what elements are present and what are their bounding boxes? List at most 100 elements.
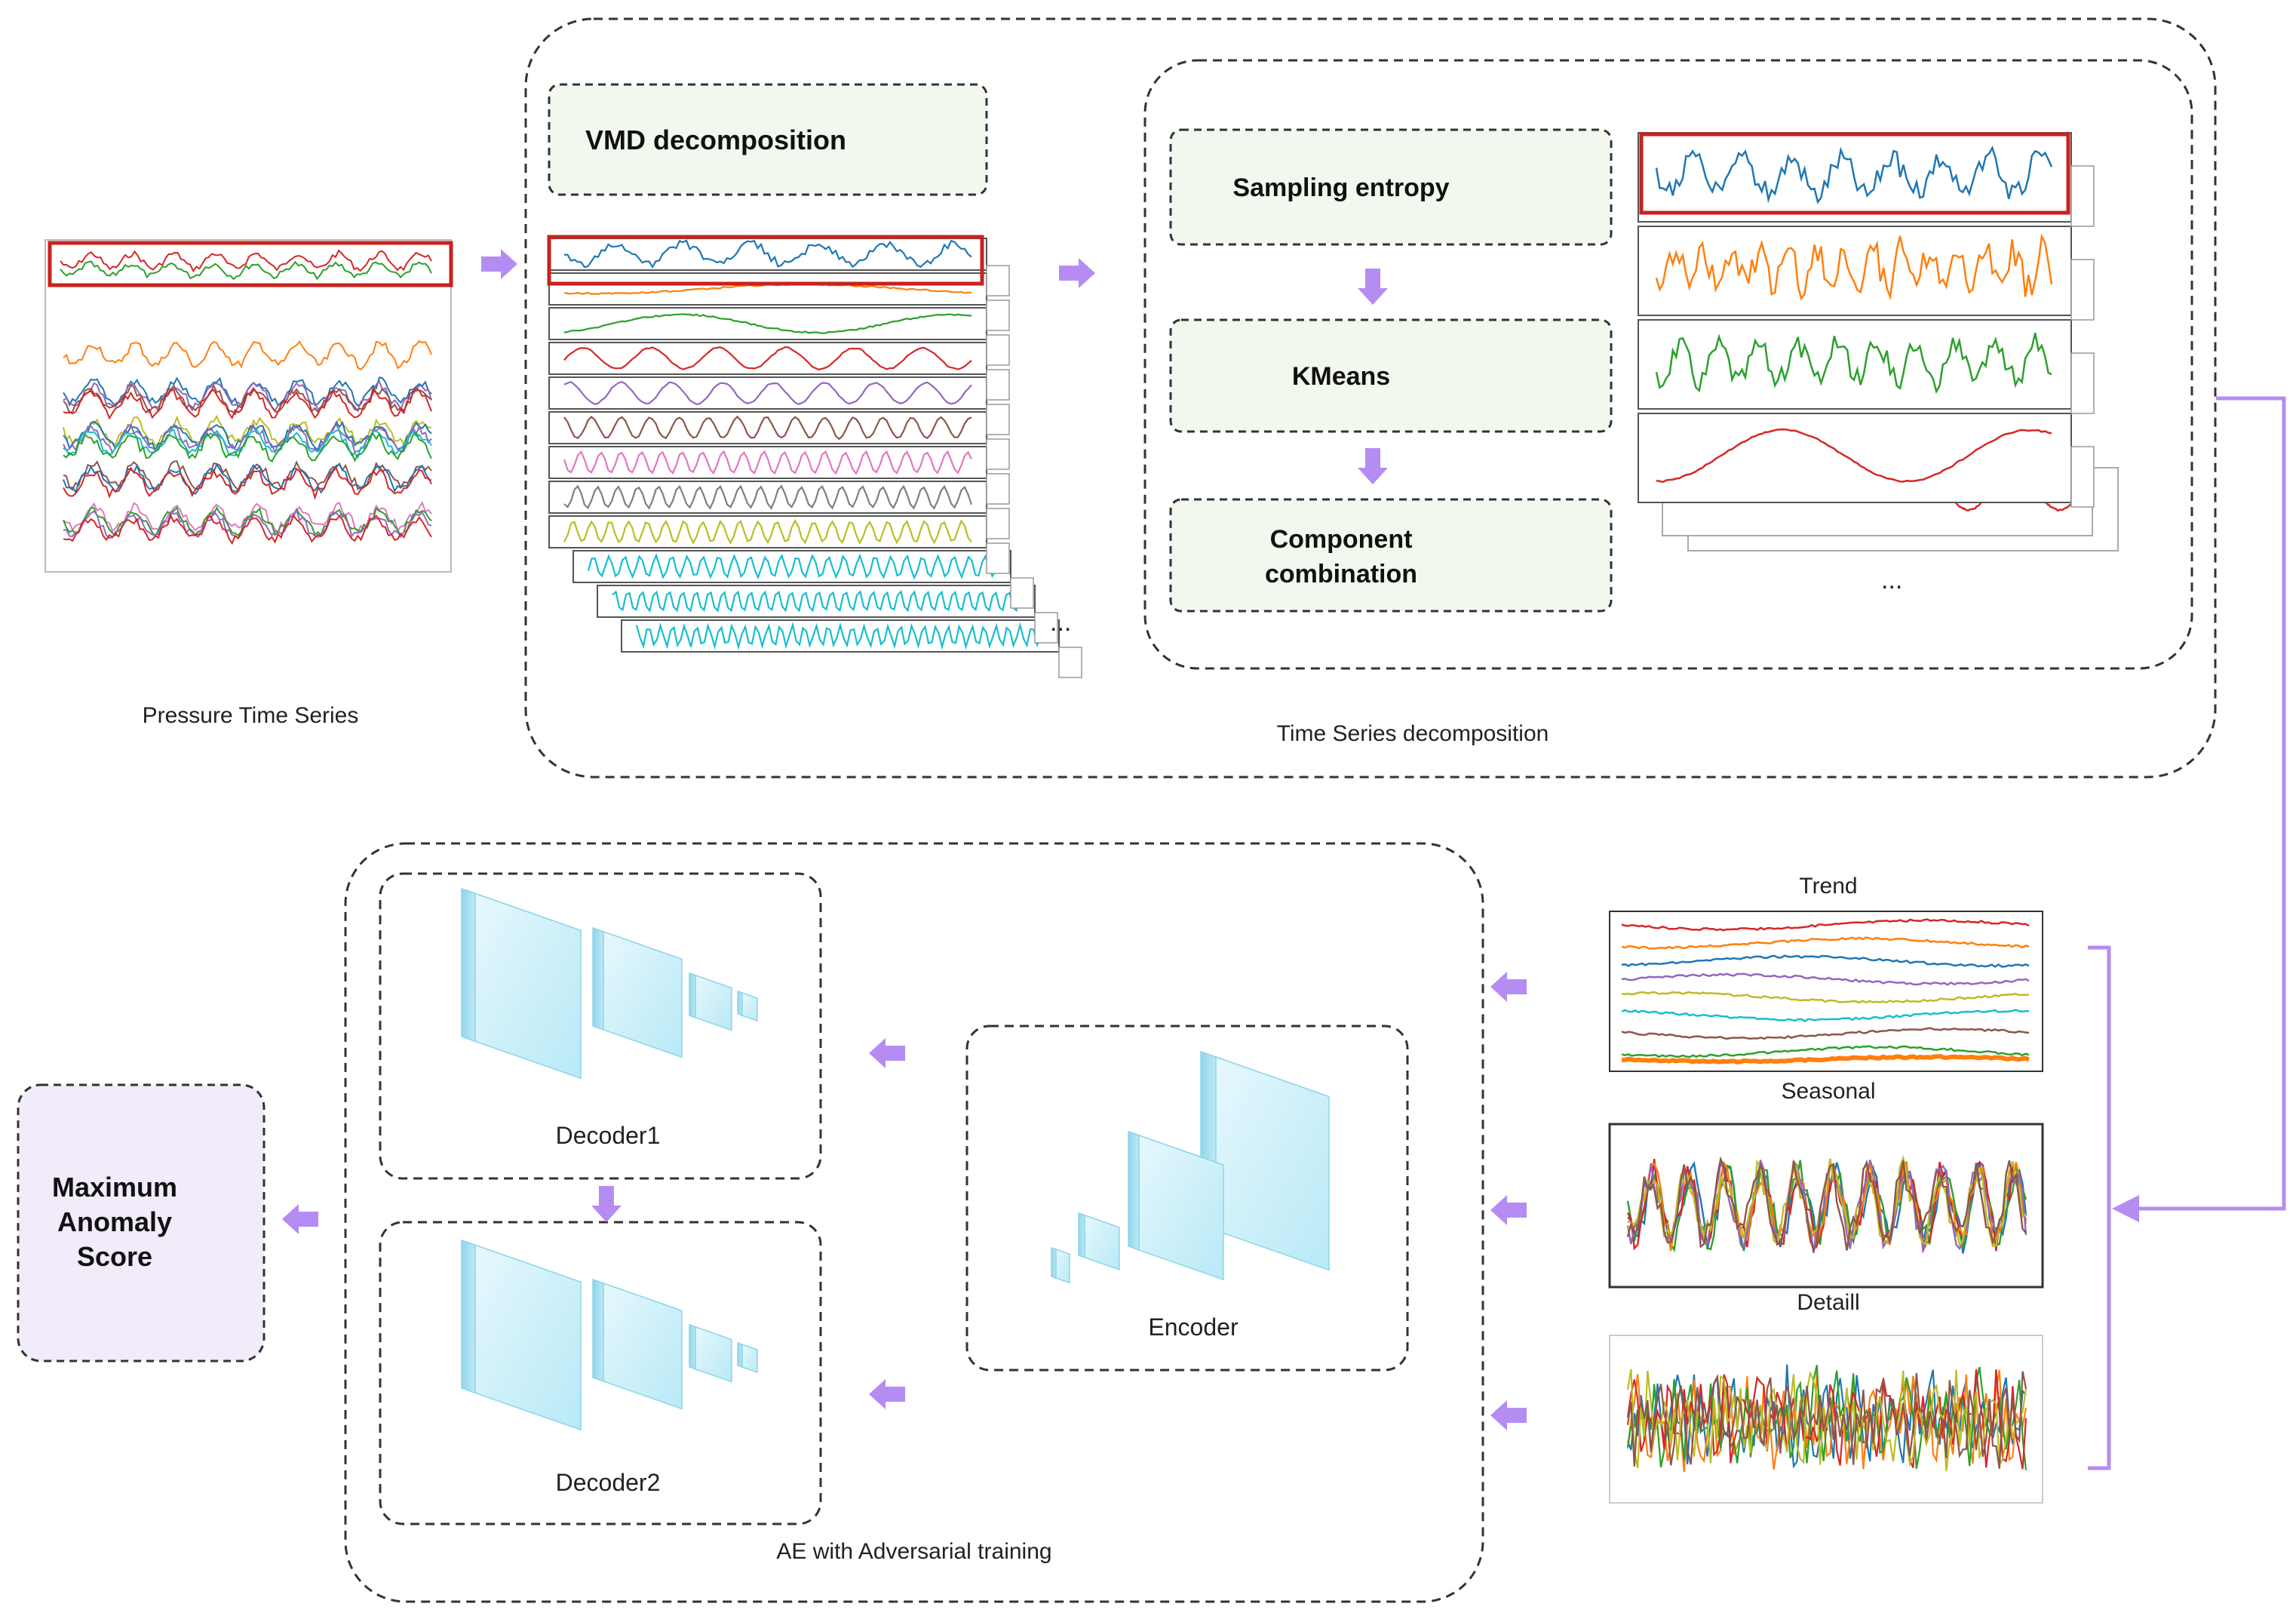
imf-panel-edge [986, 473, 1010, 505]
component-line [1655, 233, 2053, 301]
decoder2-label: Decoder2 [556, 1469, 661, 1496]
decoder2-layers [461, 1239, 758, 1431]
imf-line [563, 346, 972, 370]
seasonal-line [1627, 1154, 2027, 1248]
layer-side [461, 1239, 476, 1394]
series-line [63, 339, 432, 371]
flow-arrow [1358, 448, 1388, 484]
trend-line [1621, 954, 2030, 968]
imf-panel-edge [1010, 577, 1034, 609]
decoder1-label: Decoder1 [556, 1122, 661, 1149]
layer-side [689, 1323, 696, 1370]
imf-panel-edge [986, 508, 1010, 539]
seasonal-plot [1608, 1123, 2044, 1289]
trend-line [1621, 1027, 2030, 1040]
component-panel-edge [2070, 352, 2095, 414]
pressure-highlight-box [48, 241, 453, 287]
trend-line [1621, 1009, 2030, 1022]
decomposition-label: Time Series decomposition [1277, 721, 1549, 746]
encoder-layers [1051, 1050, 1330, 1284]
imf-line [587, 553, 996, 580]
layer-face [474, 892, 582, 1080]
combination-box [1169, 498, 1613, 613]
component-panel-edge [2070, 165, 2095, 227]
component-ellipsis: ... [1881, 566, 1902, 594]
series-line [63, 513, 432, 545]
encoder-label: Encoder [1148, 1313, 1239, 1341]
layer-side [737, 1341, 743, 1369]
kmeans-box-label: KMeans [1292, 362, 1390, 391]
trend-line [1621, 991, 2030, 1004]
component-line [1655, 146, 2053, 204]
seasonal-line [1627, 1160, 2027, 1254]
series-line [60, 249, 432, 273]
component-line [1656, 428, 2052, 484]
layer-side [737, 990, 743, 1017]
trend-line [1621, 936, 2030, 950]
selection-panel [1143, 59, 2193, 670]
flow-arrow [869, 1038, 905, 1068]
seasonal-label: Seasonal [1781, 1079, 1875, 1104]
imf-panel-edge [1058, 647, 1082, 678]
imf-line [635, 622, 1045, 650]
entropy-box-label: Sampling entropy [1232, 174, 1449, 202]
imf-highlight-box [547, 235, 984, 286]
layer-side [461, 887, 476, 1043]
detail-line [1626, 1371, 2027, 1469]
imf-panel [548, 376, 987, 410]
imf-line [563, 415, 972, 441]
imf-panel-edge [986, 404, 1010, 435]
layer-side [1051, 1246, 1057, 1280]
layer-face [603, 930, 683, 1058]
trend-label: Trend [1799, 874, 1857, 899]
flow-arrow [282, 1204, 318, 1234]
flow-arrow [1358, 269, 1388, 305]
imf-line [563, 313, 972, 334]
series-line [63, 389, 432, 420]
feedback-connector [2088, 396, 2286, 1470]
pressure-label: Pressure Time Series [143, 703, 359, 728]
trend-line [1621, 972, 2030, 986]
component-panel-edge [2070, 259, 2095, 321]
anomaly-score-line2: Anomaly [57, 1206, 172, 1237]
series-line [63, 415, 432, 447]
imf-line [563, 380, 972, 406]
imf-panel-edge [986, 334, 1010, 366]
combination-box-line2: combination [1265, 560, 1417, 588]
series-line [63, 431, 432, 462]
layer-side [689, 972, 696, 1018]
trend-line [1621, 918, 2030, 932]
layer-face [1055, 1249, 1070, 1284]
anomaly-score-line3: Score [77, 1241, 152, 1272]
layer-face [1138, 1134, 1224, 1281]
detail-plot [1609, 1335, 2043, 1504]
detail-label: Detaill [1797, 1290, 1859, 1315]
imf-line [563, 484, 973, 510]
flow-arrow [1490, 972, 1527, 1002]
imf-panel [597, 585, 1036, 618]
kmeans-box [1169, 318, 1613, 433]
flow-arrow [481, 249, 517, 279]
imf-panel-edge [986, 369, 1010, 401]
imf-panel-edge [1034, 612, 1058, 644]
component-line [1655, 333, 2052, 395]
pressure-series-plot [45, 239, 453, 573]
combination-box-line1: Component [1270, 525, 1413, 554]
series-line [60, 260, 432, 281]
imf-panel [572, 550, 1011, 583]
layer-face [603, 1282, 683, 1410]
imf-line [563, 518, 972, 545]
layer-face [695, 974, 732, 1031]
decomposition-panel [524, 17, 2217, 779]
flow-arrow [1490, 1195, 1527, 1225]
imf-panel [548, 481, 987, 514]
detail-line [1626, 1369, 2027, 1472]
layer-face [741, 992, 758, 1022]
series-line [63, 429, 432, 459]
layer-face [741, 1344, 758, 1374]
ae-label: AE with Adversarial training [776, 1539, 1051, 1564]
component-panel-edge [2070, 446, 2095, 508]
component-panel [1638, 319, 2072, 410]
imf-panel [548, 272, 987, 306]
